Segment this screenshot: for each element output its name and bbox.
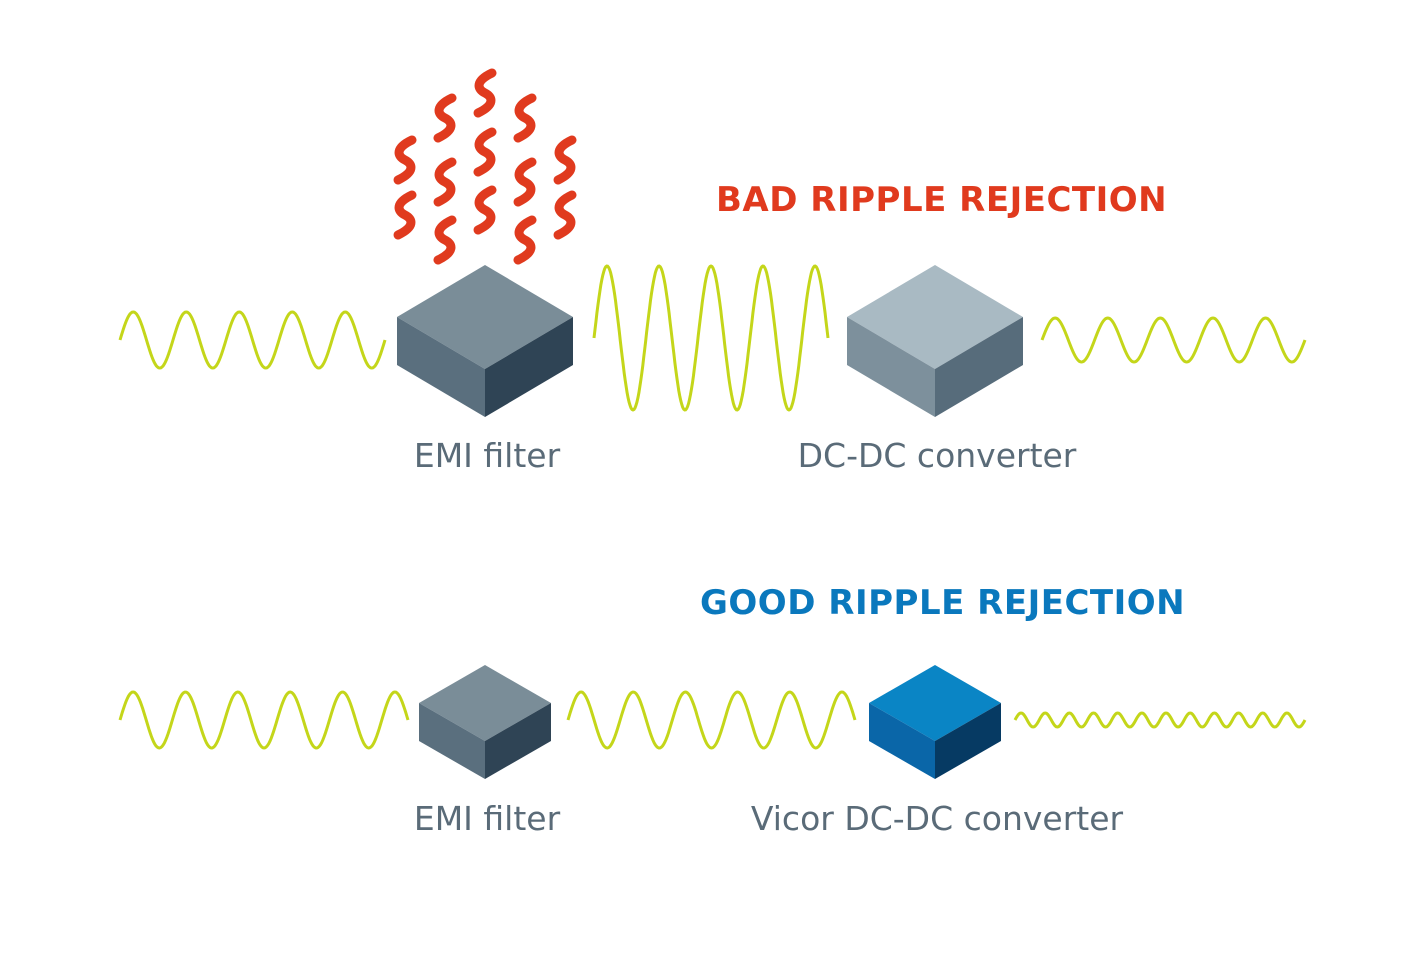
good-emi-filter-block: [419, 665, 551, 779]
good-ripple-title: GOOD RIPPLE REJECTION: [700, 583, 1186, 623]
bad-input-wave: [118, 310, 387, 370]
vicor-dcdc-converter-label: Vicor DC-DC converter: [750, 799, 1124, 838]
good-emi-filter-label: EMI filter: [413, 799, 561, 838]
bad-section: [118, 68, 1307, 417]
bad-middle-wave: [592, 264, 830, 412]
bad-output-wave: [1040, 316, 1307, 364]
vicor-dcdc-converter-block: [869, 665, 1001, 779]
bad-emi-filter-label: EMI filter: [413, 436, 561, 475]
bad-emi-filter-block: [397, 265, 573, 417]
bad-ripple-title: BAD RIPPLE REJECTION: [716, 180, 1168, 220]
good-section: [118, 665, 1307, 779]
bad-dcdc-converter-block: [847, 265, 1023, 417]
good-input-wave: [118, 690, 410, 750]
heat-waves-icon: [393, 68, 577, 265]
good-output-wave: [1013, 711, 1307, 729]
bad-dcdc-converter-label: DC-DC converter: [797, 436, 1077, 475]
good-middle-wave: [566, 690, 857, 750]
